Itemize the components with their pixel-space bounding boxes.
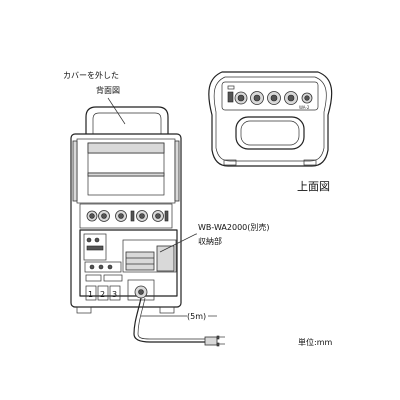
slot-2-label: 2 (100, 290, 105, 299)
slot-1-label: 1 (88, 290, 93, 299)
rear-view-label-line2: 背面図 (96, 85, 120, 95)
slot-3-label: 3 (112, 290, 117, 299)
top-view: WA-2 (208, 71, 333, 167)
unit-label: 単位:mm (298, 337, 332, 347)
rear-view-label-line1: カバーを外した (63, 70, 119, 80)
storage-compartment-label: 収納部 (198, 236, 222, 246)
rear-view: 1 2 3 (70, 106, 182, 314)
top-model-label: WA-2 (299, 105, 310, 110)
power-cable (133, 297, 225, 347)
storage-model-label: WB-WA2000(別売) (198, 222, 270, 232)
rear-knobs (86, 210, 169, 222)
cable-length-label: (5m) (187, 312, 206, 321)
top-view-label: 上面図 (297, 180, 330, 193)
top-knobs (227, 85, 313, 105)
slot-row: 1 2 3 (85, 285, 121, 301)
